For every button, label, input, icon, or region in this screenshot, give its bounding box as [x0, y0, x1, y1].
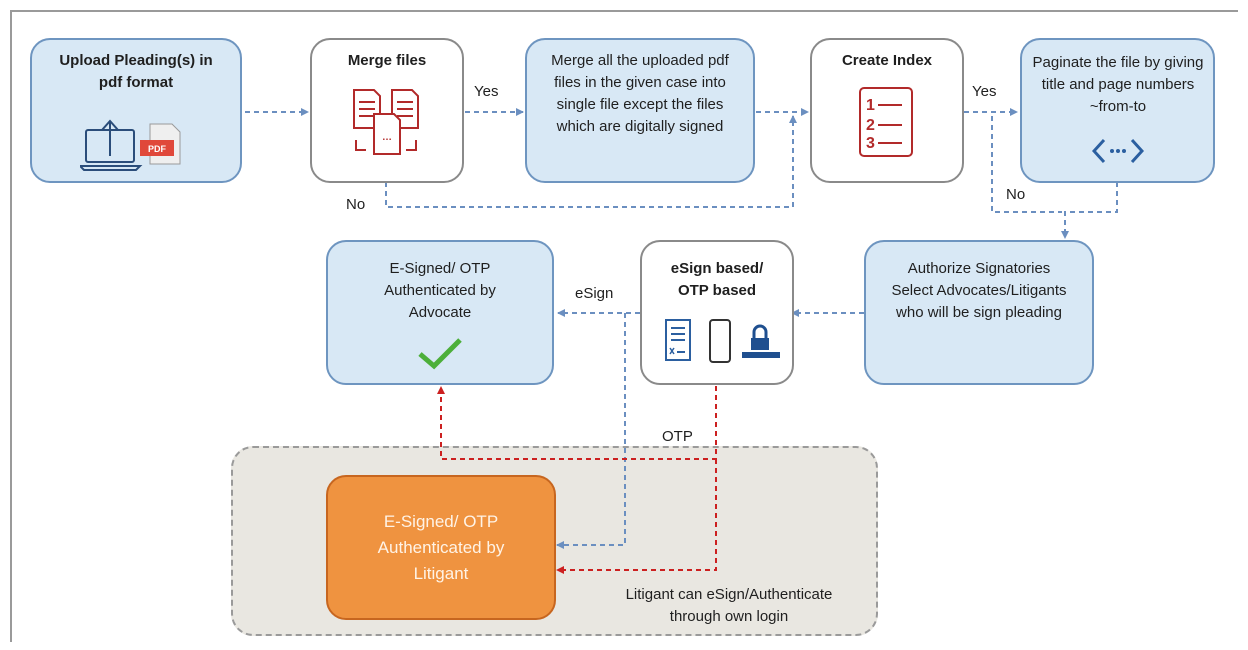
checkmark-icon — [418, 338, 462, 370]
authorize-label: Authorize Signatories Select Advocates/L… — [891, 260, 1067, 321]
paginate-label: Paginate the file by giving title and pa… — [1032, 54, 1204, 115]
edge-merge-no — [385, 115, 797, 208]
advocate-label: E-Signed/ OTP Authenticated by Advocate — [384, 260, 496, 321]
svg-text:1: 1 — [866, 97, 875, 114]
edge-label-esign: eSign — [575, 285, 614, 302]
pdf-badge-label: PDF — [148, 144, 166, 154]
code-brackets-icon — [1092, 138, 1144, 164]
svg-text:2: 2 — [866, 117, 875, 134]
edge-label-index-yes: Yes — [972, 83, 997, 100]
esign-otp-label: eSign based/ OTP based — [670, 260, 764, 299]
edge-otp-to-litigant — [556, 459, 717, 574]
create-index-label: Create Index — [841, 52, 933, 69]
form-document-icon — [665, 319, 691, 361]
merge-files-label: Merge files — [347, 52, 427, 69]
edge-label-merge-no: No — [346, 196, 366, 213]
merge-all-label: Merge all the uploaded pdf files in the … — [551, 52, 729, 135]
upload-laptop-icon — [80, 119, 143, 171]
svg-text:3: 3 — [866, 135, 875, 152]
edge-label-index-no: No — [1006, 186, 1026, 203]
edge-esign-to-litigant — [556, 313, 626, 549]
litigant-label: E-Signed/ OTP Authenticated by Litigant — [377, 512, 505, 583]
edge-label-merge-yes: Yes — [474, 83, 499, 100]
merge-files-node: Merge files … — [310, 38, 464, 183]
documents-merge-icon: … — [353, 89, 419, 155]
edge-label-otp: OTP — [662, 428, 693, 445]
numbered-list-icon: 1 23 — [859, 87, 913, 157]
litigant-node: E-Signed/ OTP Authenticated by Litigant — [326, 475, 556, 620]
otp-lock-icon — [742, 324, 780, 358]
esign-otp-node: eSign based/ OTP based — [640, 240, 794, 385]
edge-paginate-to-authorize — [1061, 182, 1118, 239]
advocate-node: E-Signed/ OTP Authenticated by Advocate — [326, 240, 554, 385]
paginate-node: Paginate the file by giving title and pa… — [1020, 38, 1215, 183]
edge-index-no — [991, 116, 1062, 213]
mobile-phone-icon — [709, 319, 731, 363]
diagram-frame — [10, 10, 1238, 642]
pdf-file-icon — [140, 123, 181, 165]
edge-otp-to-advocate — [437, 386, 717, 460]
upload-node: Upload Pleading(s) in pdf format PDF — [30, 38, 242, 183]
litigant-zone-note: Litigant can eSign/Authenticate through … — [625, 586, 833, 625]
upload-label: Upload Pleading(s) in pdf format — [59, 52, 213, 91]
merge-all-node: Merge all the uploaded pdf files in the … — [525, 38, 755, 183]
svg-text:…: … — [382, 132, 392, 143]
authorize-node: Authorize Signatories Select Advocates/L… — [864, 240, 1094, 385]
